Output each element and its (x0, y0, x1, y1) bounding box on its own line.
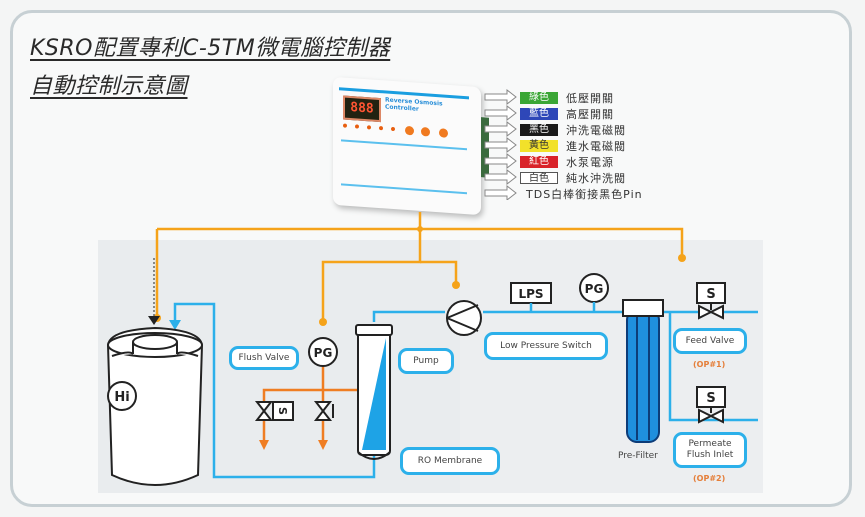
drain-arrow-icon (318, 440, 328, 450)
low-pressure-switch-label: Low Pressure Switch (484, 332, 608, 360)
solenoid-symbol: S (276, 407, 289, 415)
junction-dot (417, 226, 423, 232)
wire-function: 進水電磁閥 (566, 140, 626, 153)
pump-icon (446, 300, 482, 336)
permeate-output: (OP#2) (693, 474, 726, 483)
arrow-icon (484, 152, 517, 170)
signal-wires (155, 212, 684, 322)
wire-function: 低壓開關 (566, 92, 614, 105)
water-line (372, 310, 445, 322)
junction-dot (452, 281, 460, 289)
wire-function: 純水沖洗閥 (566, 172, 626, 185)
solenoid-symbol: S (706, 287, 715, 302)
float-arrow-icon (148, 316, 160, 325)
pre-filter-icon (622, 299, 664, 443)
signal-wire (420, 260, 458, 285)
legend-row: 藍色 高壓開關 (520, 107, 614, 121)
flush-valve-label: Flush Valve (229, 346, 299, 370)
wire-function: 沖洗電磁閥 (566, 124, 626, 137)
ro-membrane-icon (355, 324, 393, 460)
permeate-label-line2: Flush Inlet (686, 450, 734, 460)
wire-color-chip: 黑色 (520, 124, 558, 136)
manual-valve-icon (313, 401, 334, 421)
junction-dot (319, 318, 327, 326)
wire-color-chip: 黃色 (520, 140, 558, 152)
legend-row: TDS白棒銜接黑色Pin (526, 187, 643, 201)
storage-tank-icon (106, 326, 204, 486)
legend-row: 黑色 沖洗電磁閥 (520, 123, 626, 137)
permeate-solenoid-valve-icon (696, 386, 726, 424)
pump-label: Pump (398, 348, 454, 374)
wire-function: 水泵電源 (566, 156, 614, 169)
lps-symbol: LPS (518, 287, 543, 301)
tank-symbol: Hi (114, 390, 129, 405)
drain-line (262, 388, 358, 440)
legend-row: 綠色 低壓開關 (520, 91, 614, 105)
wire-color-chip: 白色 (520, 172, 558, 184)
legend-row: 白色 純水沖洗閥 (520, 171, 626, 185)
arrow-icon (484, 136, 517, 154)
wire-color-chip: 紅色 (520, 156, 558, 168)
drain-arrow-icon (259, 440, 269, 450)
ro-membrane-label: RO Membrane (400, 447, 500, 475)
permeate-label-line1: Permeate (688, 439, 732, 449)
arrow-icon (484, 88, 517, 106)
pre-filter-label: Pre-Filter (618, 451, 658, 461)
legend-row: 黃色 進水電磁閥 (520, 139, 626, 153)
water-line (173, 302, 376, 479)
wire-color-chip: 藍色 (520, 108, 558, 120)
pg-symbol: PG (314, 346, 333, 360)
pressure-gauge-icon (308, 337, 338, 367)
pg-symbol: PG (585, 282, 604, 296)
output-arrows (484, 88, 517, 200)
feed-valve-output: (OP#1) (693, 360, 726, 369)
water-line (668, 312, 758, 422)
signal-wire (157, 227, 684, 258)
wire-function: 高壓開關 (566, 108, 614, 121)
feed-solenoid-valve-icon (696, 282, 726, 320)
legend-row: 紅色 水泵電源 (520, 155, 614, 169)
wire-function: TDS白棒銜接黑色Pin (526, 188, 643, 201)
diagram-title: KSRO配置專利C-5TM微電腦控制器 (30, 36, 391, 61)
flush-solenoid-valve-icon (254, 401, 294, 421)
arrow-icon (484, 184, 517, 200)
signal-wire (321, 229, 422, 322)
junction-dot (678, 254, 686, 262)
wire-color-chip: 綠色 (520, 92, 558, 104)
arrow-icon (484, 168, 517, 186)
diagram-subtitle: 自動控制示意圖 (30, 74, 188, 99)
water-lines (173, 302, 758, 479)
return-arrow-icon (169, 320, 181, 330)
arrow-icon (484, 104, 517, 122)
solenoid-symbol: S (706, 391, 715, 406)
feed-valve-label: Feed Valve (673, 328, 747, 354)
high-level-sensor-icon (107, 381, 137, 411)
arrow-icon (484, 120, 517, 138)
permeate-flush-inlet-label: Permeate Flush Inlet (673, 432, 747, 468)
